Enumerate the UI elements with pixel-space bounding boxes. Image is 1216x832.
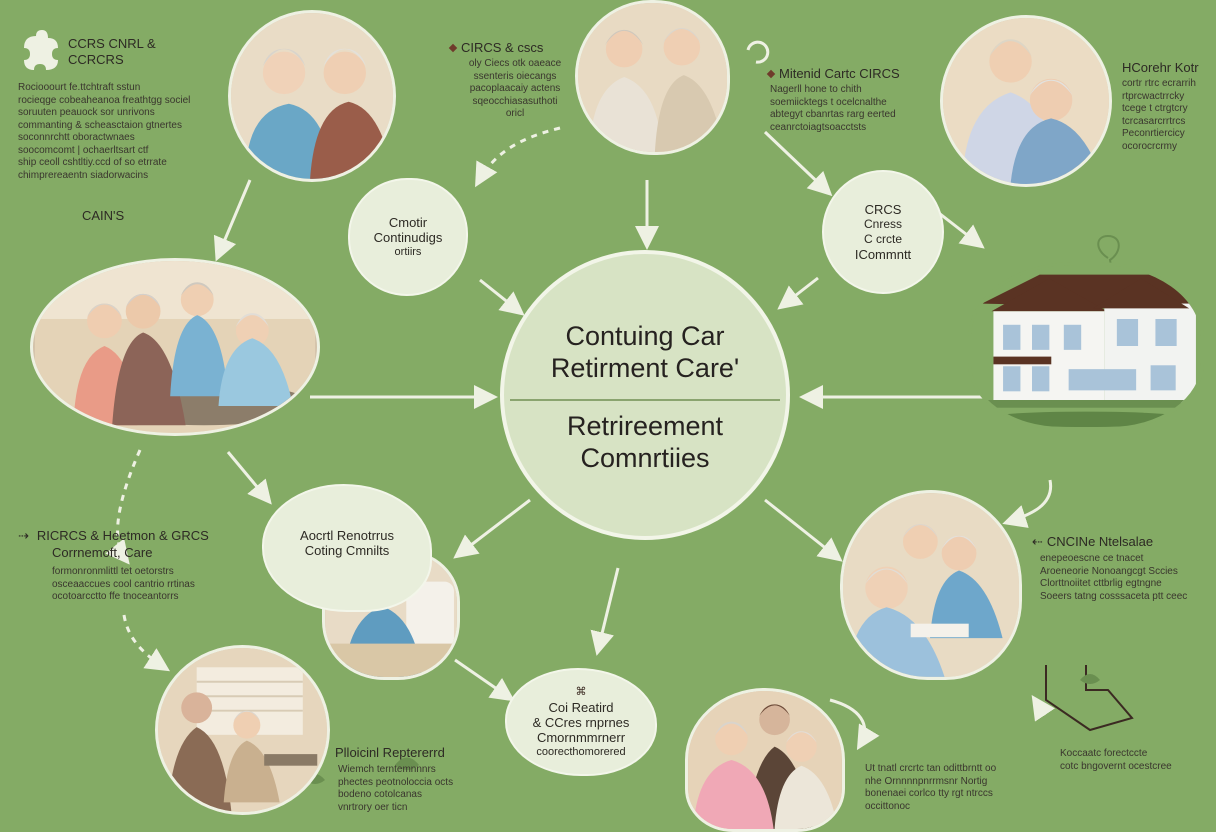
top-left-heading-1: CCRS CNRL & bbox=[68, 36, 156, 51]
center-subtitle-line-1: Retrireement bbox=[566, 411, 724, 441]
bubble-lower-left-line-2: Coting Cmnilts bbox=[304, 543, 390, 558]
bubble-bottom-center: ⌘ Coi Reatird & CCres rnprnes Cmornmmrne… bbox=[505, 668, 657, 776]
arrow-left-top-down bbox=[213, 179, 252, 262]
photo-illustration bbox=[688, 691, 842, 829]
arrow-bubble-to-house bbox=[934, 208, 985, 249]
bottom-left-paragraph: Wiemch terntemnnnrs phectes peotnoloccia… bbox=[338, 764, 454, 813]
arrow-small-right bbox=[777, 276, 819, 310]
top-left-heading-2: CCRCRS bbox=[68, 52, 124, 67]
photo-illustration bbox=[843, 493, 1019, 677]
arrow-curve-right bbox=[1002, 479, 1053, 528]
arrow-curve-bottom bbox=[829, 698, 880, 751]
photo-illustration bbox=[578, 3, 727, 152]
top-mid-paragraph: oly Ciecs otk oaeace ssenteris oiecangs … bbox=[468, 58, 562, 119]
bubble-bottom-line-3: Cmornmmrnerr bbox=[536, 729, 626, 745]
photo-women-bottom-center bbox=[685, 688, 845, 832]
sock-outline bbox=[1045, 665, 1134, 732]
mid-left-paragraph: formonronmlittl tet oetorstrs osceaaccue… bbox=[52, 566, 195, 602]
photo-women-chatting-top-center bbox=[575, 0, 730, 155]
arrow-dashed-left-lower bbox=[122, 614, 171, 672]
bubble-left-line-2: Continudigs bbox=[373, 229, 443, 245]
photo-illustration bbox=[231, 13, 393, 179]
leaf-ornament-2 bbox=[1080, 674, 1100, 684]
arrow-dashed-left bbox=[105, 449, 142, 565]
bubble-bottom-line-4: coorecthomorered bbox=[536, 745, 626, 758]
arrow-topright-to-bubble bbox=[763, 130, 833, 197]
top-right-paragraph: Nagerll hone to chith soemiicktegs t oce… bbox=[770, 84, 896, 133]
bubble-right-line-1: CRCS bbox=[864, 202, 902, 217]
photo-two-women-top bbox=[228, 10, 396, 182]
bubble-right-line-2: Cnress bbox=[863, 217, 902, 231]
diamond-bullet-icon bbox=[766, 69, 776, 79]
photo-illustration bbox=[34, 261, 316, 433]
photo-illustration bbox=[158, 648, 327, 812]
arrow-bottomleft-to-bottom bbox=[454, 658, 515, 702]
top-mid-heading: CIRCS & cscs bbox=[448, 40, 544, 55]
small-arrow-icon: ⇠ bbox=[1032, 534, 1043, 549]
bubble-left-line-1: Cmotir bbox=[388, 214, 428, 230]
arrow-center-to-lowerright bbox=[764, 498, 843, 562]
bubble-lower-left: Aocrtl Renotrrus Coting Cmnilts bbox=[262, 484, 432, 612]
photo-group-at-table-left bbox=[30, 258, 320, 436]
loop-glyph-top bbox=[746, 40, 770, 64]
far-right-paragraph: cortr rtrc ecrarrih rtprcwactrrcky tcege… bbox=[1122, 78, 1196, 152]
loop-glyph-right bbox=[1097, 234, 1120, 273]
house-illustration bbox=[972, 274, 1200, 427]
bubble-right-line-4: ICommntt bbox=[854, 247, 912, 262]
arrow-bubble-to-center bbox=[479, 278, 525, 316]
top-mid-heading-text: CIRCS & cscs bbox=[461, 40, 544, 55]
center-subtitle: Retrireement Comnrtiies bbox=[504, 410, 786, 474]
top-left-footer: CAIN'S bbox=[82, 208, 125, 223]
bubble-left-line-3: ortiirs bbox=[394, 245, 422, 258]
center-concept-circle: Contuing Car Retirment Care' Retrireemen… bbox=[500, 250, 790, 540]
top-right-heading-text: Mitenid Cartc CIRCS bbox=[779, 66, 900, 81]
mid-left-heading-2: Corrnemoft, Care bbox=[52, 545, 153, 560]
photo-house bbox=[968, 262, 1204, 430]
puzzle-leaf-icon bbox=[24, 30, 58, 70]
bubble-bottom-icon: ⌘ bbox=[575, 685, 587, 698]
center-title-line-1: Contuing Car bbox=[565, 321, 725, 351]
bubble-right-line-3: C crcte bbox=[863, 232, 902, 246]
bubble-left-top: Cmotir Continudigs ortiirs bbox=[348, 178, 468, 296]
arrow-center-to-lowerleft bbox=[453, 498, 531, 559]
mid-right-paragraph: enepeoescne ce tnacet Aroeneorie Nonoang… bbox=[1040, 553, 1188, 602]
arrow-dashed-top bbox=[475, 126, 561, 188]
arrow-curve-small bbox=[1031, 695, 1055, 722]
far-right-heading: HCorehr Kotr bbox=[1122, 60, 1199, 75]
arrow-center-to-bottom bbox=[590, 567, 620, 656]
photo-caregiver-man-top-right bbox=[940, 15, 1112, 187]
mid-left-heading-1: ⇢ RICRCS & Heetmon & GRCS bbox=[18, 528, 209, 543]
photo-seniors-living-room-bottom-left bbox=[155, 645, 330, 815]
bottom-right-paragraph-2: Koccaatc forectccte cotc bngovernt ocest… bbox=[1060, 748, 1172, 772]
center-title: Contuing Car Retirment Care' bbox=[504, 320, 786, 384]
bottom-left-heading: Plloicinl Reptererrd bbox=[335, 745, 445, 760]
diamond-bullet-icon bbox=[448, 43, 458, 53]
small-arrow-icon: ⇢ bbox=[18, 528, 29, 543]
top-right-heading: Mitenid Cartc CIRCS bbox=[766, 66, 900, 81]
arrow-photo-to-mid bbox=[226, 451, 272, 505]
center-subtitle-line-2: Comnrtiies bbox=[580, 443, 710, 473]
bubble-bottom-line-1: Coi Reatird bbox=[548, 699, 614, 715]
mid-right-heading-text: CNCINe Ntelsalae bbox=[1046, 534, 1154, 549]
center-divider bbox=[510, 399, 780, 401]
photo-illustration bbox=[943, 18, 1109, 184]
bubble-bottom-line-2: & CCres rnprnes bbox=[532, 714, 630, 730]
bottom-right-paragraph-1: Ut tnatl crcrtc tan odittbrntt oo nhe Or… bbox=[865, 763, 997, 812]
mid-right-heading: ⇠CNCINe Ntelsalae bbox=[1032, 534, 1153, 549]
top-left-paragraph: Rociooourt fe.ttchtraft sstun rocieqge c… bbox=[18, 82, 191, 181]
bubble-right-top: CRCS Cnress C crcte ICommntt bbox=[822, 170, 944, 294]
mid-left-heading-1-text: RICRCS & Heetmon & GRCS bbox=[36, 528, 209, 543]
center-title-line-2: Retirment Care' bbox=[550, 353, 740, 383]
bubble-lower-left-line-1: Aocrtl Renotrrus bbox=[300, 528, 394, 543]
leaf-ornament-1 bbox=[395, 757, 419, 770]
photo-women-reading-lower-right bbox=[840, 490, 1022, 680]
